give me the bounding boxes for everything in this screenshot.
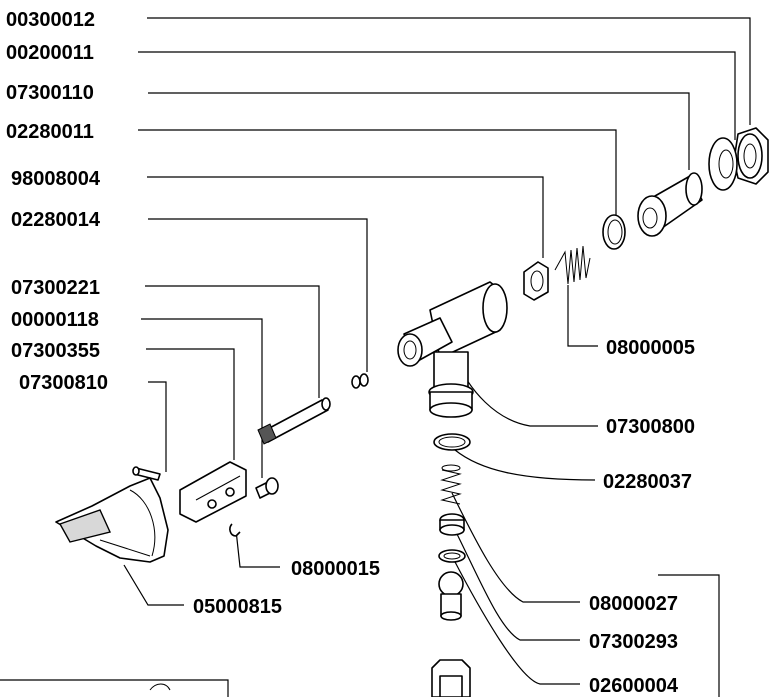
leader-00200011 <box>138 51 736 140</box>
label-08000015: 08000015 <box>291 558 380 580</box>
oring-02600004 <box>438 549 466 563</box>
lower-fitting <box>431 659 471 697</box>
spring-08000027 <box>440 464 462 505</box>
leader-00300012 <box>147 17 751 125</box>
label-05000815: 05000815 <box>193 596 282 618</box>
clip-08000015 <box>229 523 241 537</box>
label-07300355: 07300355 <box>11 340 100 362</box>
pin-07300221 <box>257 397 331 445</box>
leader-07300110 <box>148 92 690 170</box>
label-98008004: 98008004 <box>11 168 101 190</box>
nut-98008004 <box>523 261 549 301</box>
leader-07300355 <box>146 348 235 460</box>
valve-ball-stem <box>438 571 464 621</box>
label-02280011: 02280011 <box>6 121 94 143</box>
label-07300293: 07300293 <box>589 631 678 653</box>
leader-05000815 <box>123 564 184 606</box>
label-00200011: 00200011 <box>6 42 94 64</box>
pin-07300810 <box>132 466 161 481</box>
leader-07300810 <box>148 381 167 472</box>
leader-02280014 <box>148 218 368 372</box>
label-07300800: 07300800 <box>606 416 695 438</box>
label-00300012: 00300012 <box>6 9 95 31</box>
leader-07300293 <box>454 529 580 641</box>
fitting-07300110 <box>637 172 703 237</box>
body-07300800 <box>397 281 508 418</box>
oring-02280014 <box>351 373 369 389</box>
label-07300810: 07300810 <box>19 372 108 394</box>
seat-07300293 <box>439 513 465 536</box>
label-02600004: 02600004 <box>589 675 679 697</box>
label-07300221: 07300221 <box>11 277 100 299</box>
leader-08000027 <box>451 492 580 603</box>
leader-02280011 <box>138 129 617 220</box>
label-08000005: 08000005 <box>606 337 695 359</box>
washer-00200011 <box>708 137 738 191</box>
nut-00300012 <box>733 127 769 185</box>
leader-02600004 <box>453 559 580 685</box>
oring-02280037 <box>433 433 471 451</box>
leader-frame-right <box>658 574 720 697</box>
leader-07300221 <box>145 285 320 398</box>
leader-00000118 <box>141 318 263 478</box>
label-02280037: 02280037 <box>603 471 692 493</box>
label-02280014: 02280014 <box>11 209 101 231</box>
screw-00000118 <box>255 477 279 499</box>
label-00000118: 00000118 <box>11 309 99 331</box>
leader-02280037 <box>454 449 596 481</box>
leader-98008004 <box>147 176 544 258</box>
oring-02280011 <box>602 214 626 250</box>
spring-08000005 <box>554 245 591 285</box>
handle-05000815 <box>55 477 169 563</box>
label-08000027: 08000027 <box>589 593 678 615</box>
inset-frame <box>0 679 229 697</box>
label-07300110: 07300110 <box>6 82 94 104</box>
leader-08000015 <box>235 529 280 568</box>
leader-08000005 <box>567 285 598 347</box>
bracket-07300355 <box>179 461 247 523</box>
leader-07300800 <box>456 361 598 427</box>
